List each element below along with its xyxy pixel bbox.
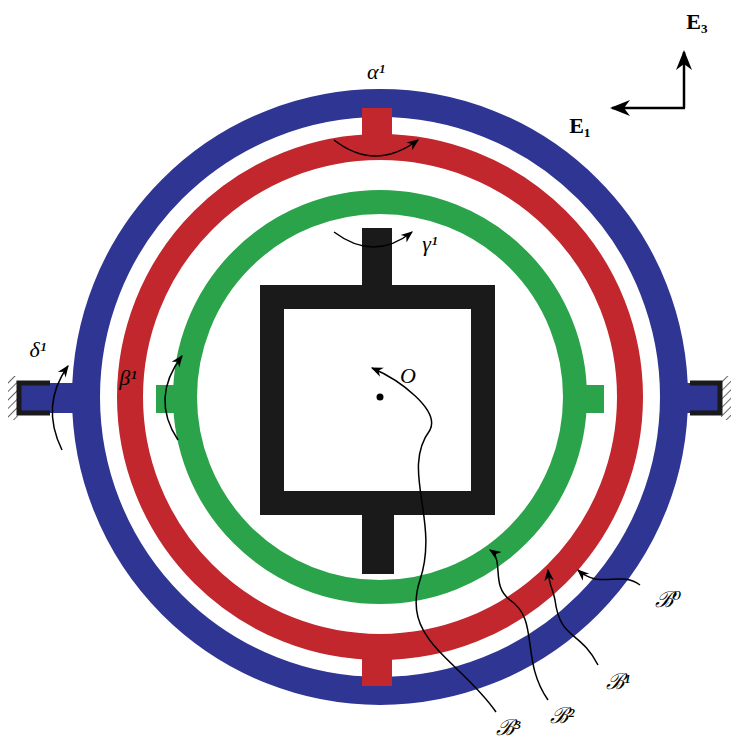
body-shaft [362, 510, 394, 574]
origin-dot [377, 394, 384, 401]
rotation-arc [334, 232, 412, 247]
body-label: ℬ¹ [606, 671, 631, 693]
leader-line [548, 570, 598, 665]
body-label: ℬ⁰ [655, 589, 682, 611]
body-frame [272, 297, 483, 503]
leader-line [578, 570, 640, 585]
point-label: O [400, 365, 416, 387]
basis-label: E₁ [569, 115, 590, 137]
angle-label: γ¹ [422, 233, 437, 255]
outer-ring [86, 103, 674, 691]
basis-arrow [683, 52, 686, 108]
basis-label: E₃ [686, 11, 707, 33]
rotation-arc [165, 356, 182, 440]
inner-ring [185, 202, 575, 592]
leader-line [372, 368, 496, 712]
rotation-arc [52, 366, 68, 450]
leader-line [490, 550, 548, 700]
bearing-bracket [19, 383, 50, 413]
angle-label: α¹ [367, 61, 385, 83]
angle-label: β¹ [119, 367, 137, 389]
body-label: ℬ³ [496, 717, 521, 739]
bearing-bracket [690, 383, 720, 413]
middle-ring [130, 147, 630, 647]
basis-arrow [612, 107, 685, 110]
body-label: ℬ² [550, 705, 575, 727]
body-shaft [362, 228, 392, 290]
angle-label: δ¹ [30, 339, 47, 361]
rotation-arc [334, 140, 418, 156]
